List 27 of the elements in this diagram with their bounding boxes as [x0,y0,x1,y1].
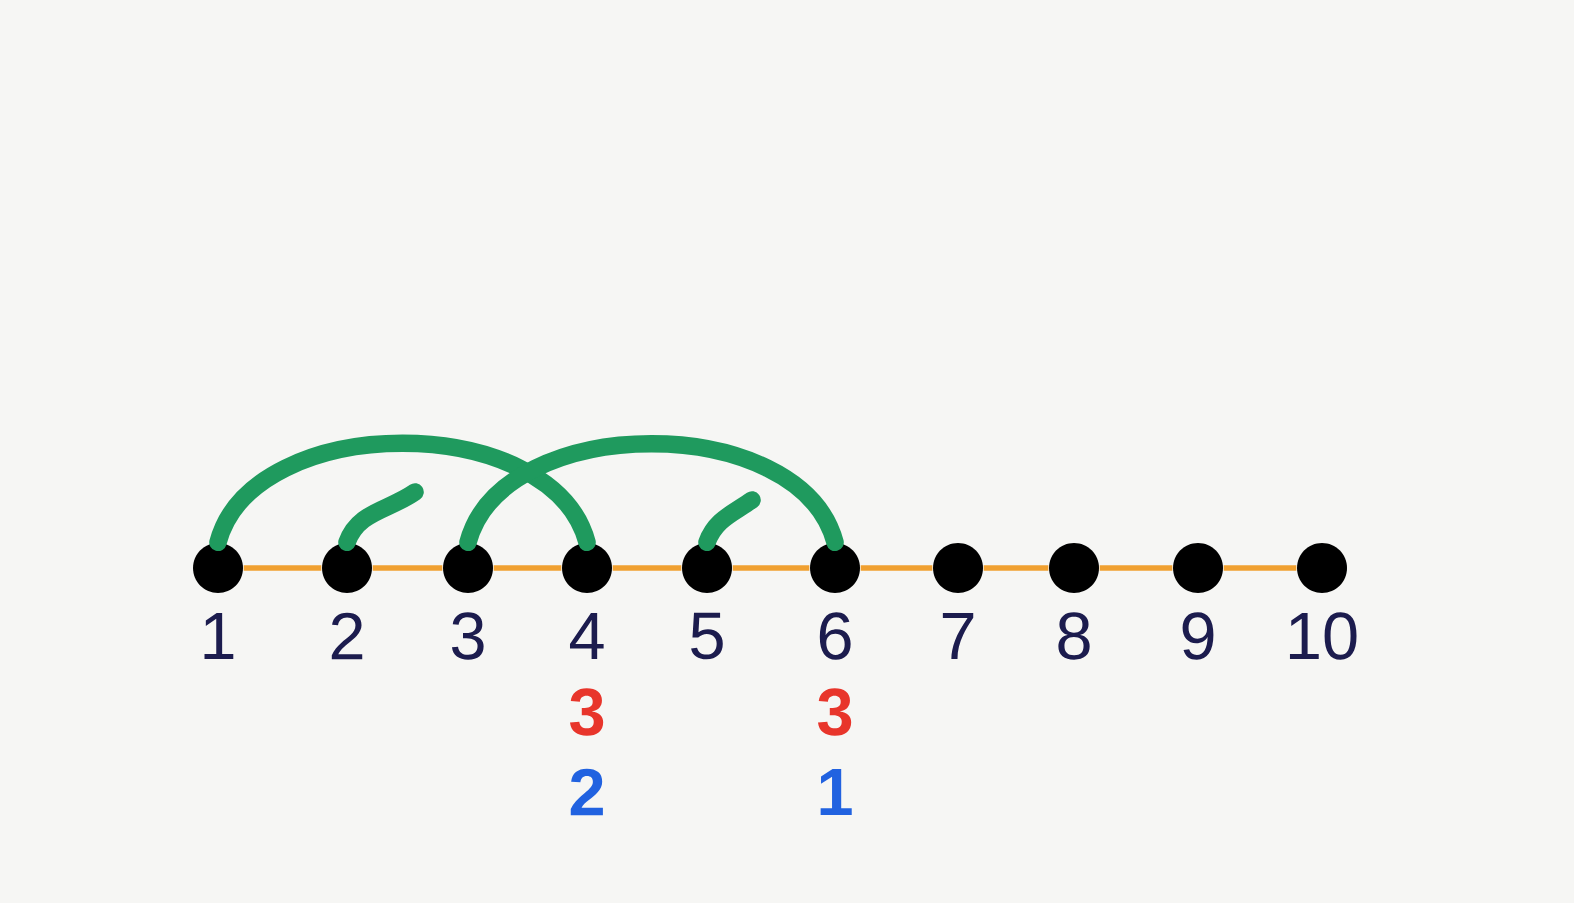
number-label: 10 [1289,612,1357,660]
number-label: 1 [820,769,852,815]
stub-line [338,483,424,552]
line-segment [983,565,1049,571]
arc [209,434,596,552]
number-label: 3 [818,688,852,736]
line-segment [372,565,443,571]
arc [459,435,844,552]
number-label: 9 [1182,612,1214,660]
number-label: 3 [570,688,604,736]
number-label: 6 [819,612,851,660]
line-segment [1223,565,1297,571]
line-segment [493,565,562,571]
number-label: 4 [570,613,604,659]
number-label: 2 [331,612,363,660]
number-label: 8 [1058,612,1090,660]
number-label: 5 [691,612,723,660]
line-segment [860,565,933,571]
line-segment [732,565,810,571]
line-segment [612,565,682,571]
number-label: 2 [570,768,603,816]
number-label: 3 [452,612,484,660]
line-segment [243,565,322,571]
stub-line [698,491,761,552]
number-label: 7 [942,613,974,659]
number-label: 1 [204,613,234,659]
line-segment [1099,565,1173,571]
